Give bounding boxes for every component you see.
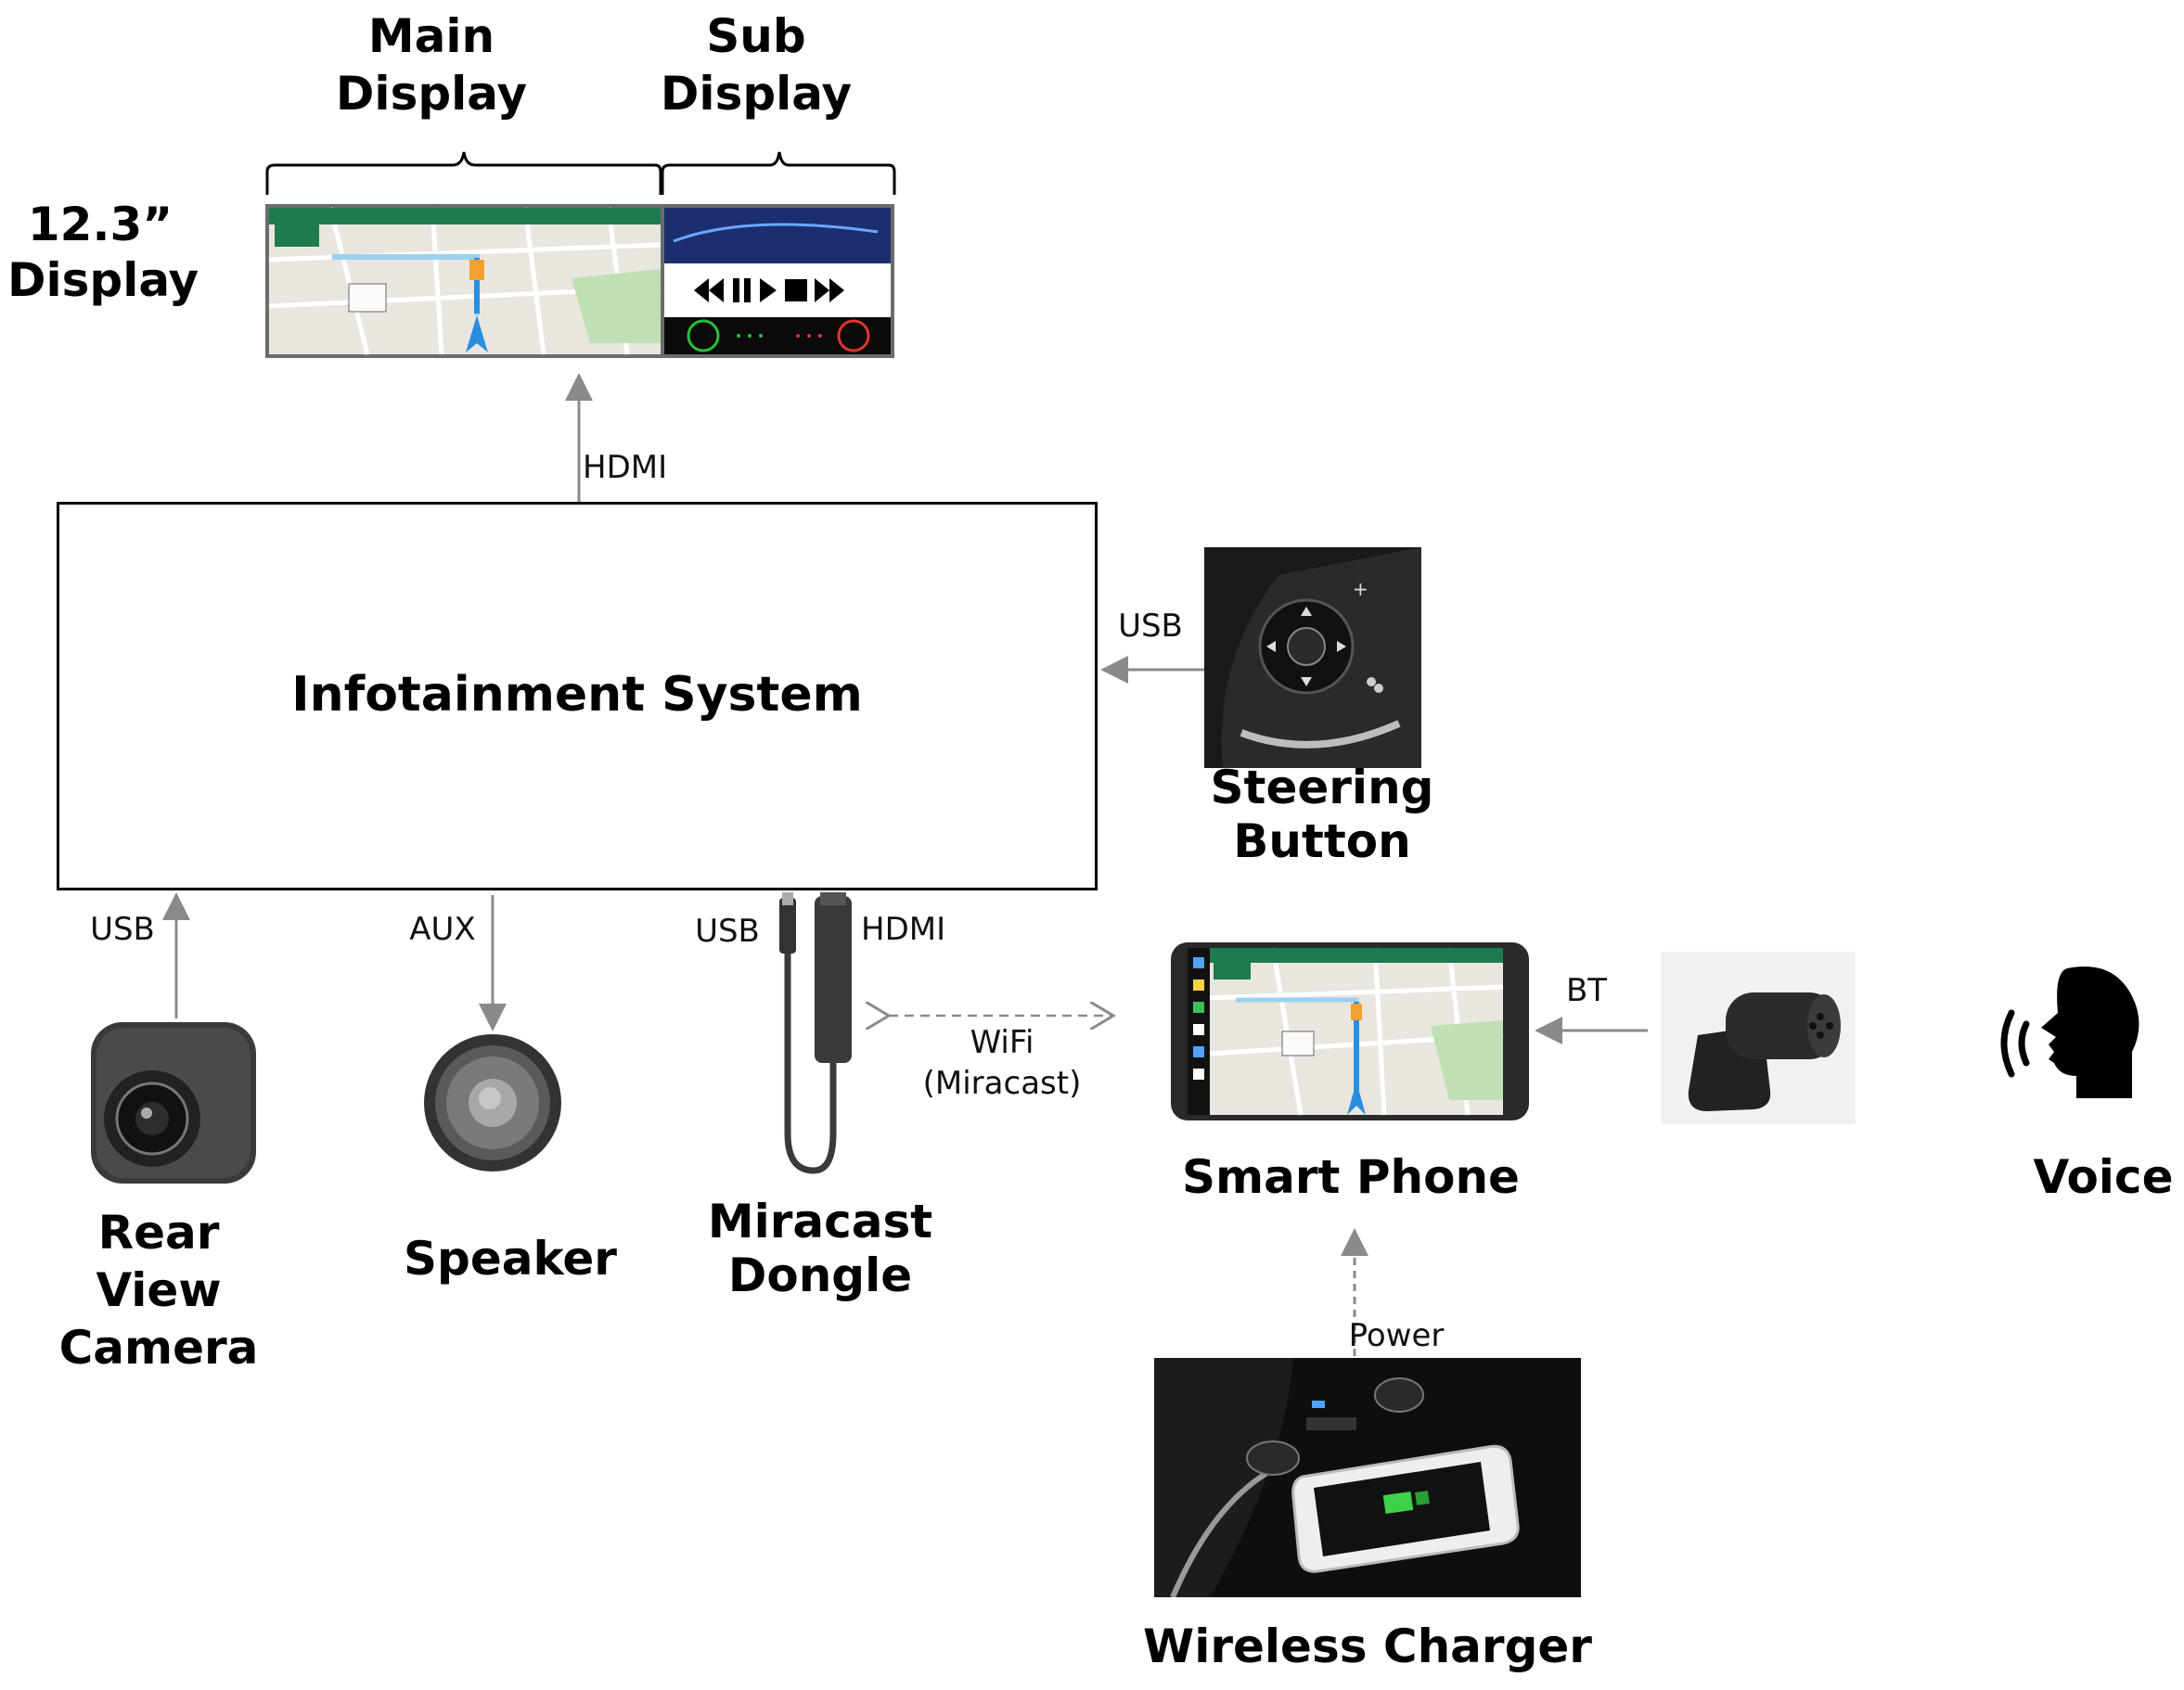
- main-display-label: Main Display: [335, 9, 528, 121]
- main-display-brace: [265, 151, 662, 195]
- aux-speaker-link-label: AUX: [409, 911, 476, 948]
- wireless-charger-image: [1154, 1358, 1581, 1599]
- steering-button-label: Steering Button: [1210, 761, 1434, 868]
- infotainment-system-label: Infotainment System: [291, 667, 863, 723]
- steering-button-image: +: [1204, 547, 1421, 768]
- microphone-image: [1661, 952, 1856, 1124]
- miracast-dongle-image: [772, 892, 865, 1182]
- smart-phone-image: [1171, 942, 1529, 1120]
- rear-camera-image: [85, 1017, 262, 1189]
- sub-display-brace: [661, 151, 896, 195]
- hdmi-dongle-link-label: HDMI: [861, 911, 946, 948]
- speaker-label: Speaker: [404, 1232, 617, 1286]
- usb-steering-link-label: USB: [1118, 608, 1183, 645]
- voice-speaking-head-icon: [1993, 959, 2151, 1104]
- speaker-image: [423, 1033, 562, 1172]
- wifi-link-label: WiFi: [970, 1024, 1034, 1061]
- miracast-dongle-label: Miracast Dongle: [707, 1195, 933, 1302]
- bt-link-label: BT: [1565, 972, 1608, 1009]
- hdmi-display-link-label: HDMI: [583, 449, 668, 486]
- rear-view-camera-label: Rear View Camera: [58, 1206, 259, 1375]
- smart-phone-label: Smart Phone: [1182, 1150, 1520, 1204]
- sub-display-label: Sub Display: [660, 9, 853, 121]
- power-link-label: Power: [1348, 1317, 1445, 1354]
- dashboard-display-image: [265, 204, 894, 358]
- svg-text:+: +: [1353, 578, 1368, 600]
- usb-camera-link-label: USB: [90, 911, 155, 948]
- usb-dongle-link-label: USB: [695, 913, 760, 950]
- wireless-charger-label: Wireless Charger: [1143, 1620, 1592, 1673]
- voice-label: Voice: [2033, 1150, 2174, 1204]
- infotainment-system-box: [57, 502, 1098, 890]
- miracast-link-label: (Miracast): [922, 1065, 1082, 1102]
- display-size-label: 12.3” Display: [7, 198, 199, 307]
